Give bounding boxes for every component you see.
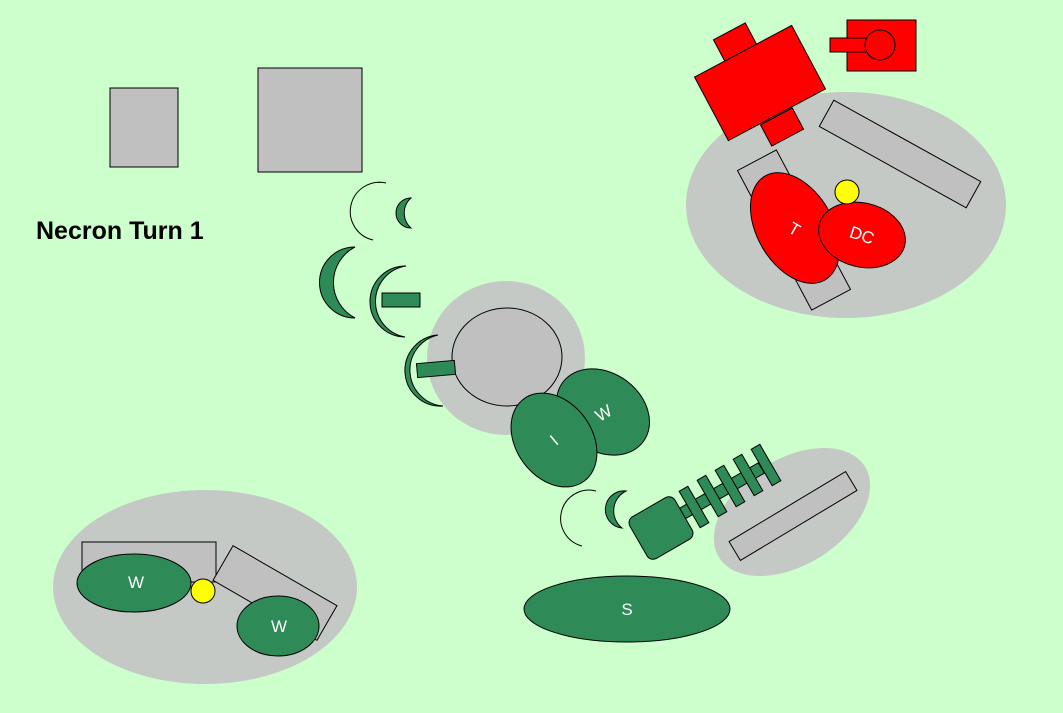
necron-destroyer-2[interactable] <box>369 265 421 338</box>
enemy-tank-track-front <box>712 22 758 62</box>
necron-destroyer-1[interactable] <box>319 246 356 319</box>
necron-unit-s-label: S <box>621 600 632 619</box>
building-large <box>257 67 363 173</box>
destroyer-base <box>369 265 407 338</box>
page-title: Necron Turn 1 <box>36 217 204 245</box>
vehicle-body <box>628 496 694 560</box>
necron-vehicle[interactable] <box>626 443 782 561</box>
destroyer-base <box>404 334 444 407</box>
enemy-tank[interactable] <box>693 22 827 147</box>
necron-warriors-left-1-label: W <box>128 573 144 592</box>
wall-right <box>728 470 858 562</box>
enemy-turret-unit[interactable] <box>829 19 917 72</box>
destroyer-gun <box>381 292 421 308</box>
enemy-unit-t[interactable] <box>732 157 858 299</box>
vehicle-fin <box>678 485 710 529</box>
necron-destroyer-3[interactable] <box>404 334 457 407</box>
crater-center <box>451 307 563 407</box>
building-small <box>109 87 179 168</box>
necron-warriors-left-2[interactable] <box>236 595 320 657</box>
vehicle-fin <box>732 453 764 497</box>
enemy-tank-track-rear <box>759 107 805 147</box>
necron-immortals-unit[interactable] <box>493 376 614 503</box>
scarab-base <box>604 490 628 529</box>
enemy-turret-hatch <box>864 29 896 61</box>
scarab-base <box>395 197 413 229</box>
enemy-unit-dc[interactable] <box>812 193 913 276</box>
objective-marker-top[interactable] <box>834 179 860 205</box>
vehicle-fin <box>696 474 728 518</box>
wall-top-right <box>818 99 982 209</box>
necron-warriors-left-2-label: W <box>271 617 287 636</box>
vehicle-fin <box>714 464 746 508</box>
necron-unit-s[interactable] <box>523 575 731 643</box>
scarab-base <box>349 181 387 241</box>
destroyer-gun <box>415 359 457 379</box>
vehicle-fin <box>750 443 782 487</box>
objective-marker-left[interactable] <box>190 578 216 604</box>
necron-warriors-left-1[interactable] <box>76 553 192 613</box>
scarab-base <box>560 489 597 547</box>
necron-scarabs-bottom[interactable] <box>560 489 628 547</box>
necron-scarabs-top[interactable] <box>349 181 413 241</box>
